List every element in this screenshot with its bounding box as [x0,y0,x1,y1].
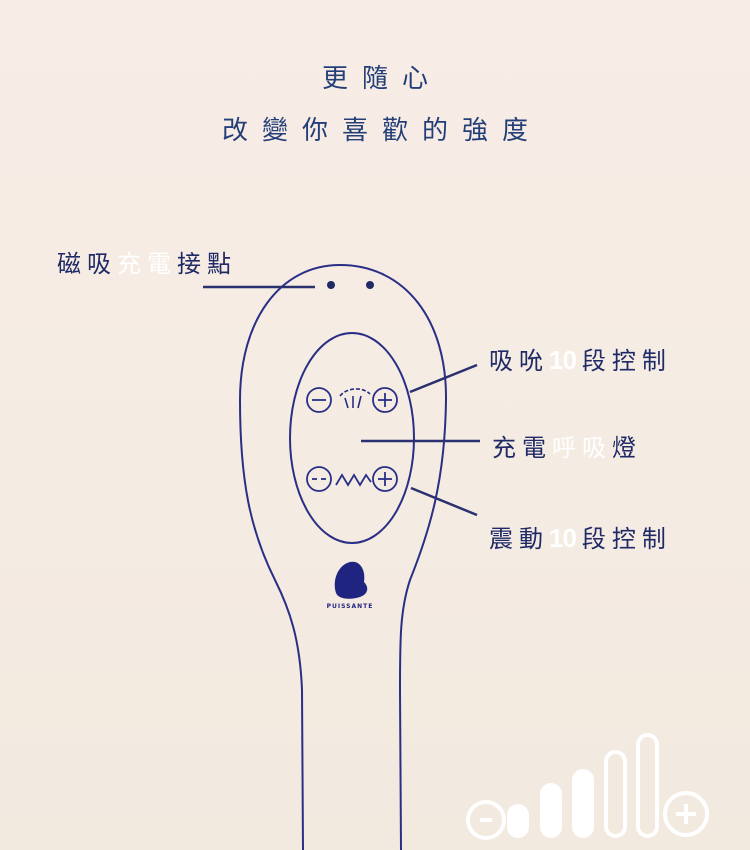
intensity-bar-3 [572,769,594,838]
suction-plus-button[interactable] [372,387,398,413]
charging-contact-dot [327,281,335,289]
intensity-indicator [466,733,709,840]
heading-line-2: 改變你喜歡的強度 [221,116,542,146]
suction-minus-button[interactable] [306,387,332,413]
charging-contact-dot [366,281,374,289]
intensity-bar-1 [507,804,529,838]
brand-logo: PUISSANTE [327,561,374,610]
vibration-minus-button[interactable] [306,466,332,492]
device-outline [238,263,448,850]
minus-circle-icon [466,800,506,840]
suction-icon [339,388,371,409]
vibration-wave-icon [335,473,372,487]
callout-magnetic-charging: 磁吸充電接點 [57,250,237,278]
intensity-bar-2 [540,783,562,838]
callout-charging-light: 充電呼吸燈 [492,434,642,462]
intensity-bar-4 [604,750,627,838]
brand-logo-text: PUISSANTE [327,603,374,610]
intensity-bar-5 [636,733,659,838]
control-panel-outline [289,332,415,544]
vibration-plus-button[interactable] [372,466,398,492]
plus-circle-icon [663,791,709,837]
heading-line-1: 更隨心 [321,64,442,94]
